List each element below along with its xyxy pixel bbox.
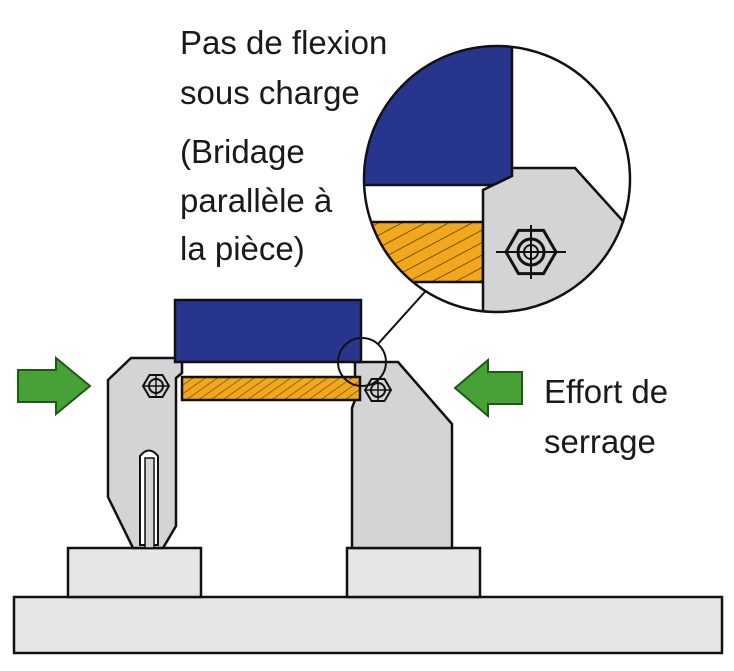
arrow-right-icon [17,355,92,417]
right-clamp-jaw [350,360,454,550]
label-clamping-force-line2: serrage [544,423,656,460]
label-clamping-force-line1: Effort de [544,373,668,410]
label-under-load: sous charge [180,74,360,111]
right-support-block [345,546,482,599]
arrow-left-icon [453,357,523,419]
hex-bolt-icon [496,225,566,279]
left-support-block [66,546,203,599]
detail-marker-circle [337,337,387,387]
workpiece [173,298,363,364]
hex-bolt-icon [141,374,171,398]
left-jaw-post [144,457,155,549]
zoom-detail [362,44,632,314]
hex-bolt-icon [363,378,393,402]
base-plate [12,595,724,655]
detail-leader-line [377,283,433,345]
label-no-bending: Pas de flexion [180,24,387,61]
zoom-workpiece [364,46,514,187]
label-clamp-line2: parallèle à [180,182,333,219]
label-clamp-line1: (Bridage [180,133,305,170]
label-clamp-line3: la pièce) [180,230,305,267]
clamped-part [180,375,362,402]
